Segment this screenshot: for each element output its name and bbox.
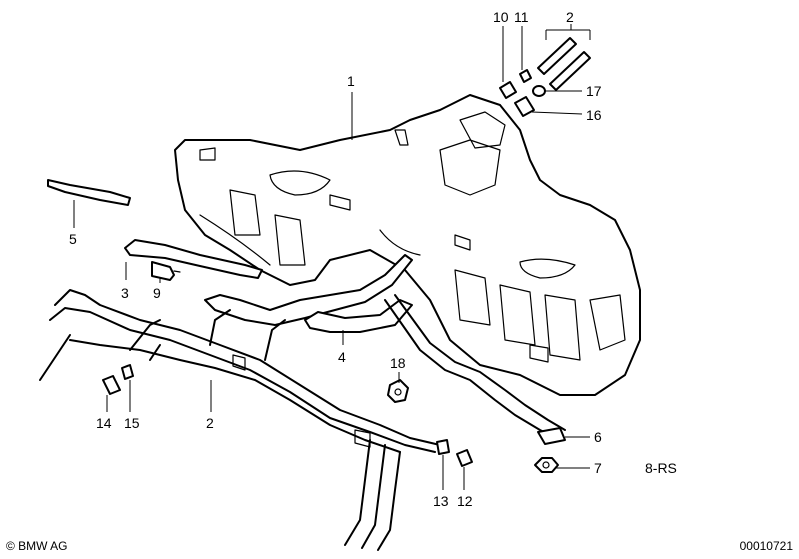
callout-9: 9	[153, 285, 161, 301]
callout-15: 15	[124, 415, 140, 431]
clamp-17	[532, 85, 546, 97]
strap-6	[384, 294, 566, 445]
callout-14: 14	[96, 415, 112, 431]
callout-2-bottom: 2	[206, 415, 214, 431]
callout-6: 6	[594, 429, 602, 445]
plug-10	[499, 81, 517, 99]
clip-11	[519, 69, 532, 83]
clip-13	[436, 439, 450, 455]
callout-18: 18	[390, 355, 406, 371]
pipe-pair-2	[537, 37, 591, 91]
callout-12: 12	[457, 493, 473, 509]
plug-12	[456, 449, 473, 467]
hose-16	[514, 96, 535, 117]
bracket-3	[124, 239, 263, 279]
callout-11: 11	[514, 9, 529, 25]
bracket-4	[204, 254, 413, 333]
clip-15	[121, 364, 134, 380]
pad-5	[47, 179, 131, 206]
callout-7: 7	[594, 460, 602, 476]
callout-3: 3	[121, 285, 129, 301]
plug-14	[102, 375, 121, 395]
callout-5: 5	[69, 231, 77, 247]
callout-16: 16	[586, 107, 602, 123]
nut-7	[534, 457, 559, 473]
fuel-pipes	[39, 289, 441, 551]
leader-lines	[73, 24, 591, 490]
screw-9	[151, 261, 181, 281]
callout-17: 17	[586, 83, 602, 99]
callout-1: 1	[347, 73, 355, 89]
clamp-18	[387, 379, 409, 403]
copyright-text: © BMW AG	[6, 539, 68, 553]
variant-label: 8-RS	[645, 460, 677, 476]
callout-10: 10	[493, 9, 509, 25]
callout-13: 13	[433, 493, 449, 509]
callout-2-top: 2	[566, 9, 574, 25]
callout-4: 4	[338, 349, 346, 365]
fuel-tank	[174, 94, 641, 396]
document-id: 00010721	[739, 539, 793, 553]
